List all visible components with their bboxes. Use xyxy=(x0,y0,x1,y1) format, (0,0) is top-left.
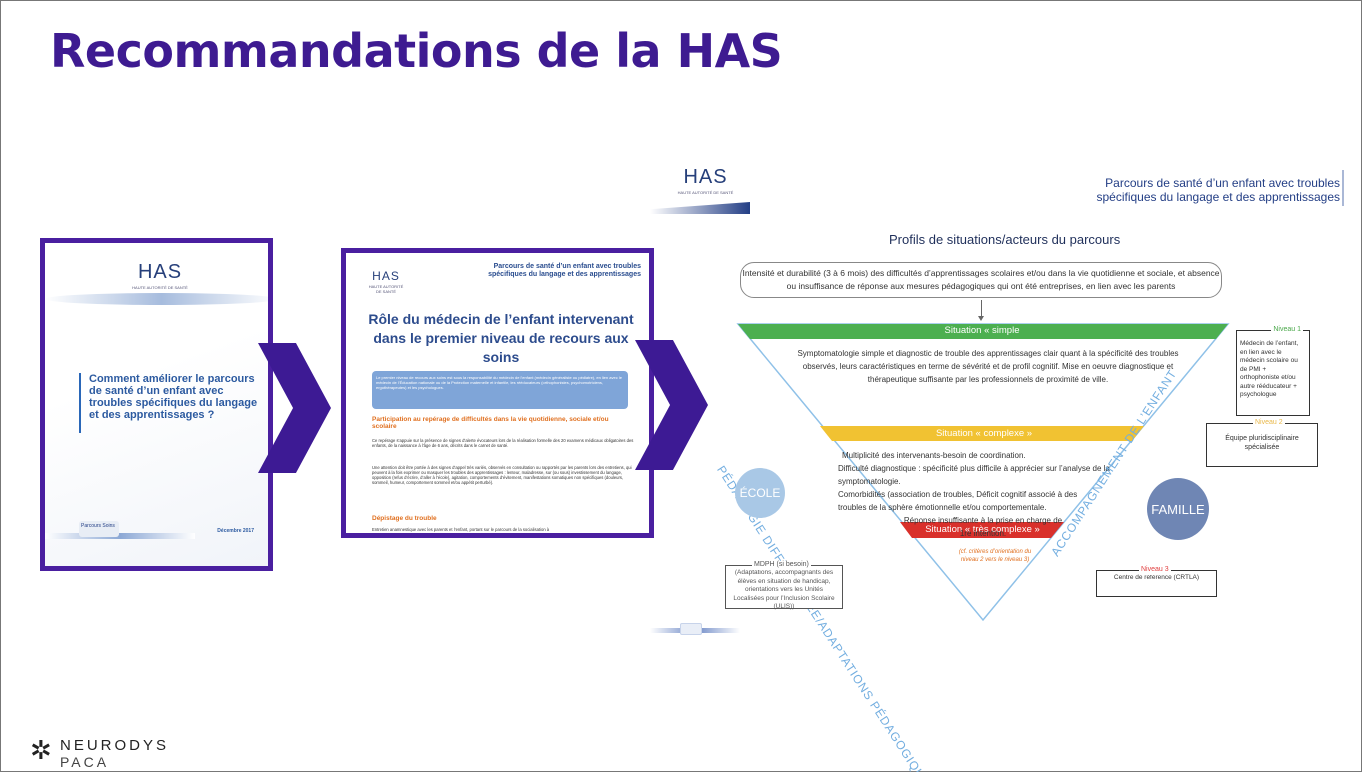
intensity-box: Intensité et durabilité (3 à 6 mois) des… xyxy=(740,262,1222,298)
has-logo-subtitle: HAUTE AUTORITÉ DE SANTÉ xyxy=(677,190,734,195)
niveau3-text: Centre de référence (CRTLA) xyxy=(1113,574,1200,581)
cover-title-box: Comment améliorer le parcours de santé d… xyxy=(79,373,259,433)
fiche-section-heading: Dépistage du trouble xyxy=(372,515,437,522)
complexe-item: Réponse insuffisante à la prise en charg… xyxy=(903,516,1063,538)
has-fiche-thumbnail[interactable]: HAS HAUTE AUTORITÉ DE SANTÉ Parcours de … xyxy=(341,248,654,538)
has-logo: HAS HAUTE AUTORITÉ DE SANTÉ xyxy=(658,166,753,195)
slide-title: Recommandations de la HAS xyxy=(50,24,783,78)
profils-title: Profils de situations/acteurs du parcour… xyxy=(889,232,1121,247)
brand-region: PACA xyxy=(60,754,110,770)
fiche-paragraph: Ce repérage s’appuie sur la présence de … xyxy=(372,438,634,448)
has-logo-text: HAS xyxy=(683,166,728,188)
has-logo-subtitle: HAUTE AUTORITÉ DE SANTÉ xyxy=(368,284,404,294)
cover-swoosh xyxy=(45,293,268,305)
orientation-note: (cf. critères d’orientation du niveau 2 … xyxy=(958,549,1032,563)
brand-name: NEURODYS xyxy=(60,737,170,754)
has-logo: HAS HAUTE AUTORITÉ DE SANTÉ xyxy=(125,261,195,290)
niveau3-title: Niveau 3 xyxy=(1139,566,1171,575)
complexe-item: Comorbidités (association de troubles, D… xyxy=(838,490,1078,512)
ecole-circle: ÉCOLE xyxy=(735,468,785,518)
fiche-intro-box: Le premier niveau de recours aux soins e… xyxy=(372,371,628,409)
simple-description: Symptomatologie simple et diagnostic de … xyxy=(797,349,1179,384)
band-yellow-shape xyxy=(820,426,1144,441)
parcours-title: Parcours de santé d’un enfant avec troub… xyxy=(1096,176,1340,204)
cover-date: Décembre 2017 xyxy=(217,528,254,534)
fiche-paragraph: Entretien anamnestique avec les parents … xyxy=(372,527,550,532)
parcours-soins-logo xyxy=(680,623,702,635)
arrow-down-icon xyxy=(978,316,984,321)
cover-bottom-line xyxy=(45,533,195,539)
mdph-title: MDPH (si besoin) xyxy=(752,561,811,570)
fiche-title: Rôle du médecin de l’enfant intervenant … xyxy=(368,311,634,365)
band-simple-label: Situation « simple » xyxy=(944,325,1020,347)
triangle-diagram xyxy=(736,323,1230,622)
niveau2-title: Niveau 2 xyxy=(1253,419,1285,428)
band-green-shape xyxy=(738,324,1228,339)
arrow-down-line xyxy=(981,300,982,318)
fiche-paragraph: Une attention doit être portée à des sig… xyxy=(372,465,632,485)
parcours-soins-logo: Parcours Soins xyxy=(79,521,119,537)
niveau2-text: Équipe pluridisciplinaire spécialisée xyxy=(1225,435,1299,451)
famille-circle: FAMILLE xyxy=(1147,478,1209,540)
niveau1-text: Médecin de l’enfant, en lien avec le méd… xyxy=(1240,340,1299,398)
mdph-box: MDPH (si besoin) (Adaptations, accompagn… xyxy=(725,561,843,610)
has-logo: HAS HAUTE AUTORITÉ DE SANTÉ xyxy=(366,269,406,294)
complexe-item: Multiplicité des intervenants-besoin de … xyxy=(842,451,1026,460)
niveau1-box: Niveau 1 Médecin de l’enfant, en lien av… xyxy=(1236,326,1310,416)
has-report-cover-thumbnail[interactable]: HAS HAUTE AUTORITÉ DE SANTÉ Comment amél… xyxy=(40,238,273,571)
cover-title: Comment améliorer le parcours de santé d… xyxy=(89,373,258,421)
header-accent-bar xyxy=(1342,170,1344,206)
has-logo-text: HAS xyxy=(137,261,183,283)
niveau3-box: Niveau 3 Centre de référence (CRTLA) xyxy=(1096,566,1217,597)
mdph-text: (Adaptations, accompagnants des élèves e… xyxy=(733,569,835,610)
fiche-header: Parcours de santé d’un enfant avec troub… xyxy=(488,263,641,278)
niveau1-title: Niveau 1 xyxy=(1271,326,1303,335)
parcours-infographic: HAS HAUTE AUTORITÉ DE SANTÉ Parcours de … xyxy=(650,160,1362,772)
complexe-item: Difficulté diagnostique : spécificité pl… xyxy=(838,464,1110,486)
band-red-shape xyxy=(900,522,1064,538)
niveau2-box: Niveau 2 Équipe pluridisciplinaire spéci… xyxy=(1206,419,1318,467)
snowflake-logo-icon: ✲ xyxy=(30,735,52,765)
band-tres-complexe-label: Situation « très complexe » xyxy=(925,524,1040,535)
has-logo-subtitle: HAUTE AUTORITÉ DE SANTÉ xyxy=(132,285,188,290)
has-logo-text: HAS xyxy=(372,269,400,283)
band-complexe-label: Situation « complexe » xyxy=(935,428,1033,439)
fiche-section-heading: Participation au repérage de difficultés… xyxy=(372,416,609,430)
